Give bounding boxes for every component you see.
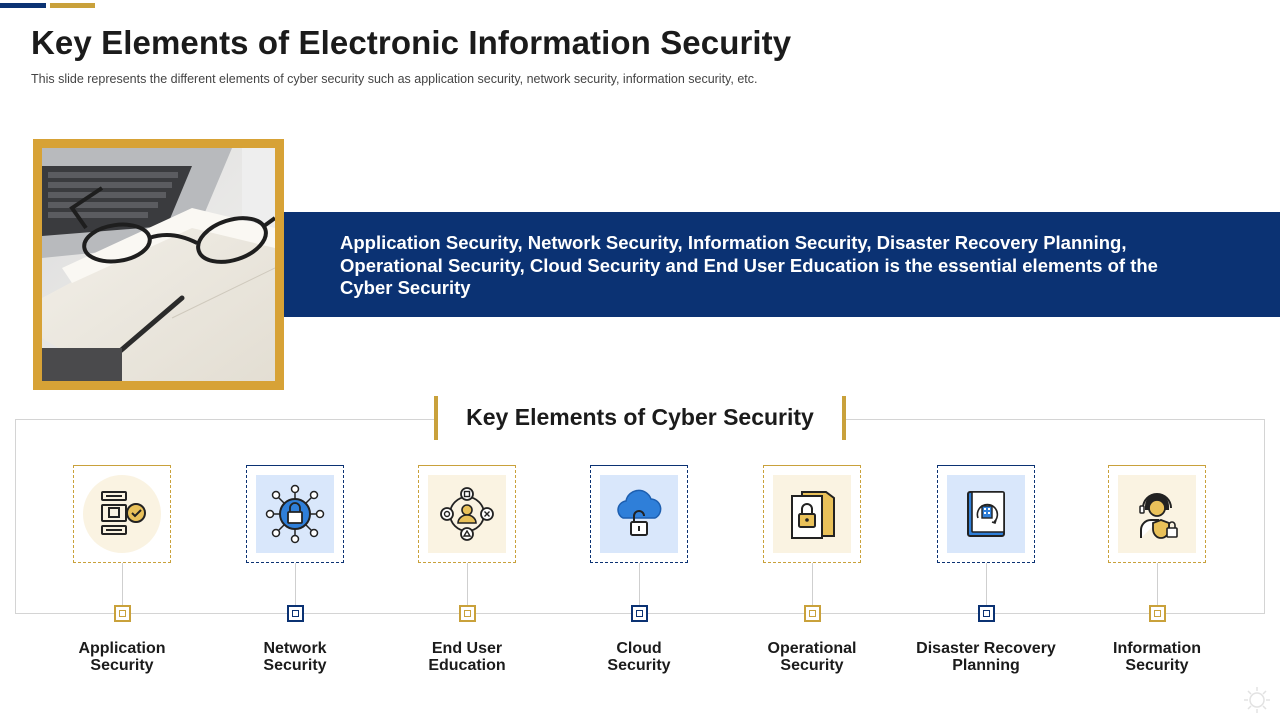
heading-accent-right <box>842 396 846 440</box>
top-accent-gold <box>50 3 95 8</box>
user-education-icon <box>440 487 494 541</box>
label-line: Network <box>263 640 327 657</box>
gear-watermark-icon <box>1244 687 1270 713</box>
network-lock-icon <box>265 484 325 544</box>
label-line: Security <box>780 657 844 674</box>
label-line: Security <box>263 657 327 674</box>
square-marker <box>978 605 995 622</box>
square-marker <box>1149 605 1166 622</box>
square-marker <box>114 605 131 622</box>
label-cloud-security: Cloud Security <box>559 640 719 674</box>
summary-text: Application Security, Network Security, … <box>340 232 1158 298</box>
summary-banner: Application Security, Network Security, … <box>284 212 1280 317</box>
person-shield-icon <box>1139 493 1178 539</box>
laptop-glasses-photo <box>42 148 275 381</box>
square-marker <box>287 605 304 622</box>
padlock-folder-icon <box>791 491 835 539</box>
label-information-security: Information Security <box>1077 640 1237 674</box>
label-line: Information <box>1113 640 1201 657</box>
label-line: Education <box>428 657 506 674</box>
label-application-security: Application Security <box>42 640 202 674</box>
connector-line <box>295 563 296 606</box>
card-information-security <box>1108 465 1206 563</box>
label-line: Security <box>90 657 154 674</box>
connector-line <box>1157 563 1158 606</box>
card-application-security <box>73 465 171 563</box>
heading-accent-left <box>434 396 438 440</box>
card-operational-security <box>763 465 861 563</box>
label-line: Planning <box>952 657 1020 674</box>
square-marker <box>804 605 821 622</box>
recovery-book-icon <box>967 491 1005 537</box>
card-end-user-education <box>418 465 516 563</box>
cloud-lock-icon <box>617 489 662 536</box>
label-line: Security <box>607 657 671 674</box>
connector-line <box>639 563 640 606</box>
label-end-user-education: End User Education <box>387 640 547 674</box>
top-accent-navy <box>0 3 46 8</box>
connector-line <box>467 563 468 606</box>
label-network-security: Network Security <box>215 640 375 674</box>
label-line: Disaster Recovery <box>916 640 1056 657</box>
connector-line <box>122 563 123 606</box>
label-line: Security <box>1125 657 1189 674</box>
square-marker <box>459 605 476 622</box>
connector-line <box>812 563 813 606</box>
slide-title: Key Elements of Electronic Information S… <box>31 24 792 61</box>
connector-line <box>986 563 987 606</box>
section-heading-block: Key Elements of Cyber Security <box>434 396 846 440</box>
card-cloud-security <box>590 465 688 563</box>
section-heading: Key Elements of Cyber Security <box>466 404 814 430</box>
label-line: End User <box>431 640 503 657</box>
label-line: Operational <box>767 640 857 657</box>
label-line: Cloud <box>616 640 662 657</box>
label-operational-security: Operational Security <box>732 640 892 674</box>
application-security-icon <box>101 491 146 535</box>
label-disaster-recovery-planning: Disaster Recovery Planning <box>896 640 1076 674</box>
label-line: Application <box>78 640 166 657</box>
slide-subtitle: This slide represents the different elem… <box>31 72 758 86</box>
card-disaster-recovery-planning <box>937 465 1035 563</box>
square-marker <box>631 605 648 622</box>
card-network-security <box>246 465 344 563</box>
